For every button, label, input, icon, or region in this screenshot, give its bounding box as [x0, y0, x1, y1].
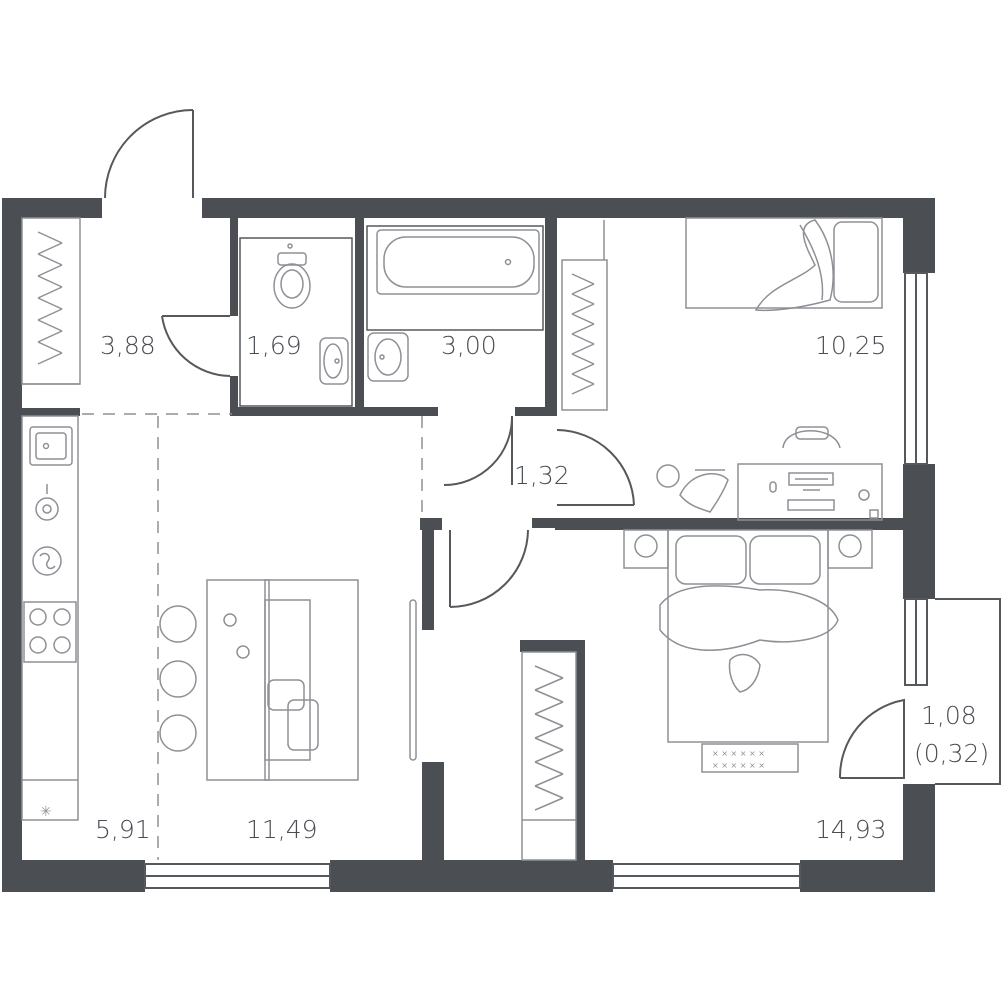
door-swing-icon	[104, 109, 635, 608]
kitchen-counter	[21, 415, 79, 821]
wardrobe-icon	[561, 220, 608, 411]
kitchen-area: 5,91	[95, 815, 151, 844]
dining-table	[159, 579, 270, 781]
fan-icon: ✳	[40, 804, 52, 820]
desk-icon	[656, 426, 883, 521]
bathroom-area: 3,00	[441, 331, 497, 360]
svg-text:✳: ✳	[40, 804, 52, 820]
toilet-icon	[239, 237, 353, 407]
balcony-outline	[838, 598, 1001, 785]
svg-text:× × × × × ×: × × × × × ×	[712, 761, 765, 770]
corridor-area: 1,32	[514, 461, 570, 490]
svg-text:× × × × × ×: × × × × × ×	[712, 749, 765, 758]
bathtub-icon	[366, 225, 544, 331]
bed-icon: × × × × × × × × × × × ×	[623, 529, 873, 773]
interior-walls	[20, 216, 905, 862]
sink-icon	[29, 426, 73, 466]
sink-icon	[319, 337, 349, 385]
hall-area: 3,88	[100, 331, 156, 360]
stove-icon	[23, 601, 77, 663]
exterior-walls	[2, 198, 935, 892]
bedroom-large-area: 14,93	[815, 815, 887, 844]
washing-machine-icon	[32, 546, 62, 576]
balcony-area: 1,08	[921, 701, 977, 730]
toilet-area: 1,69	[246, 331, 302, 360]
zone-dividers	[82, 413, 423, 860]
dishwasher-icon	[35, 484, 59, 521]
windows	[144, 272, 928, 889]
area-labels: 3,88 1,69 3,00 10,25 1,32 5,91 11,49 14,…	[95, 331, 989, 844]
bed-icon	[685, 217, 883, 312]
balcony-sub-area: (0,32)	[914, 739, 989, 768]
wardrobe-icon	[21, 217, 81, 385]
living-area: 11,49	[246, 815, 318, 844]
sink-icon	[367, 332, 409, 382]
wardrobe-icon	[521, 651, 577, 861]
bedroom-small-area: 10,25	[815, 331, 887, 360]
tv-panel	[409, 599, 417, 761]
sofa-icon	[264, 579, 359, 781]
